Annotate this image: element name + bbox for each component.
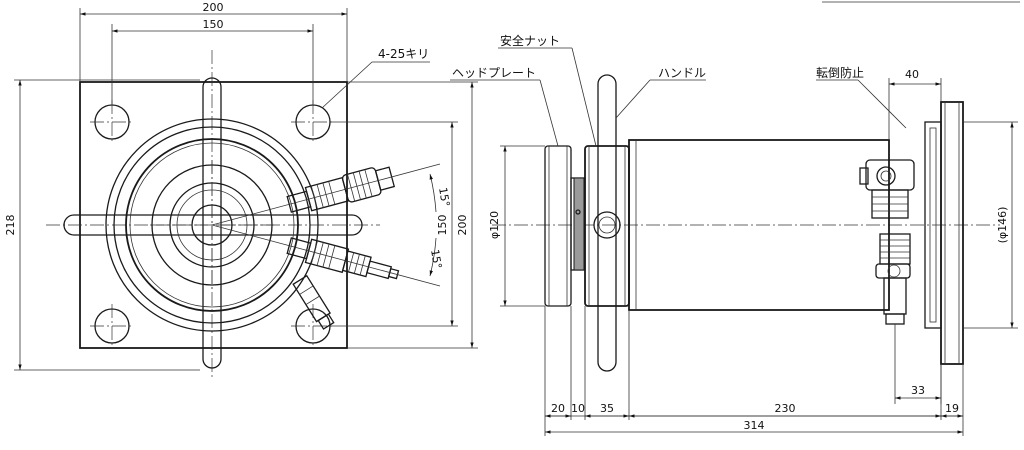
body-outer-ring <box>105 118 319 332</box>
angle-arc-upper <box>429 173 437 213</box>
dim-left-total-label: 218 <box>4 215 17 236</box>
side-view: φ120 (φ146) 40 33 20 10 35 230 19 <box>450 33 1018 436</box>
dim-right-outer-label: 200 <box>456 215 469 236</box>
angle-line-lower <box>211 224 441 287</box>
dim-head-label: 20 <box>551 402 565 415</box>
leader-handle <box>615 79 651 119</box>
dim-flange-width-label: 40 <box>905 68 919 81</box>
dim-top-inner-label: 150 <box>203 18 224 31</box>
nut-ring <box>125 138 299 312</box>
dim-dia-head-label: φ120 <box>488 211 501 239</box>
dim-body-label: 230 <box>775 402 796 415</box>
nut-hole <box>593 211 621 239</box>
label-bolt-holes: 4-25キリ <box>378 47 429 61</box>
leader-anti-rotation <box>857 79 907 129</box>
port-upper <box>859 159 915 219</box>
dim-port-offset-label: 33 <box>911 384 925 397</box>
dim-gap-label: 10 <box>571 402 585 415</box>
neck-shaded <box>573 177 585 271</box>
angle-lower-label: 15° <box>428 248 444 269</box>
bolt-hole-tl <box>90 100 134 144</box>
dim-right-inner-label: 150 <box>436 215 449 236</box>
label-safety-nut: 安全ナット <box>500 33 560 48</box>
flange-outer <box>940 101 964 365</box>
handle-bar <box>597 74 617 372</box>
handle-horizontal <box>63 214 363 236</box>
fitting-lower <box>292 274 335 330</box>
dim-dia-flange-label: (φ146) <box>996 207 1009 244</box>
front-view: 15° 15° 200 150 218 150 200 4-25キリ <box>4 1 478 380</box>
label-handle: ハンドル <box>658 66 706 80</box>
safety-nut <box>584 145 630 307</box>
leader-head-plate <box>539 79 559 147</box>
label-head-plate: ヘッドプレート <box>452 66 536 80</box>
label-anti-rotation: 転倒防止 <box>816 65 864 80</box>
dim-total-label: 314 <box>744 419 765 432</box>
cylinder-body <box>628 139 890 311</box>
dim-flange-label: 19 <box>945 402 959 415</box>
dim-nut-label: 35 <box>600 402 614 415</box>
leader-safety-nut <box>571 47 597 147</box>
angle-upper-label: 15° <box>436 186 452 207</box>
angle-line-upper <box>211 163 441 226</box>
angle-arc-lower <box>429 237 437 277</box>
bolt-hole-bl <box>90 304 134 348</box>
dim-top-outer-label: 200 <box>203 1 224 14</box>
bolt-hole-tr <box>291 100 335 144</box>
leader-bolt-holes <box>321 61 373 109</box>
